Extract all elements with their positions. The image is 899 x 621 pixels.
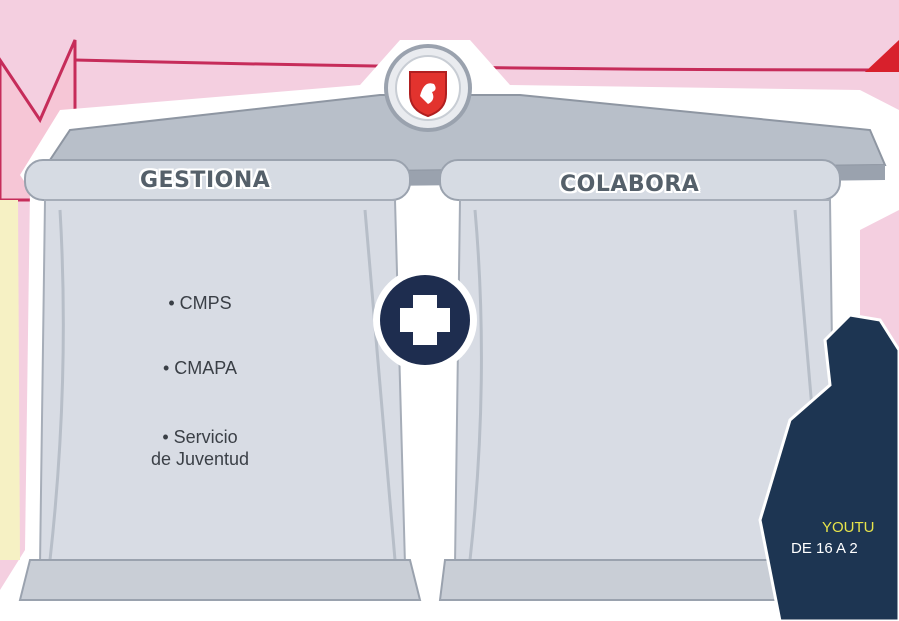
left-yellow-panel xyxy=(0,200,20,560)
red-corner-tab xyxy=(865,40,899,72)
column-left xyxy=(40,200,405,565)
list-item-servicio: • Servicio xyxy=(120,426,280,448)
column-title-colabora: COLABORA xyxy=(560,172,699,197)
list-item-juventud: de Juventud xyxy=(120,448,280,470)
person-label-line1: YOUTU xyxy=(822,519,875,536)
list-item-cmapa: • CMAPA xyxy=(120,357,280,379)
person-label-line2: DE 16 A 2 xyxy=(791,540,858,557)
column-base-left xyxy=(20,560,420,600)
column-title-gestiona: GESTIONA xyxy=(140,168,270,193)
list-item-cmps: • CMPS xyxy=(120,292,280,314)
